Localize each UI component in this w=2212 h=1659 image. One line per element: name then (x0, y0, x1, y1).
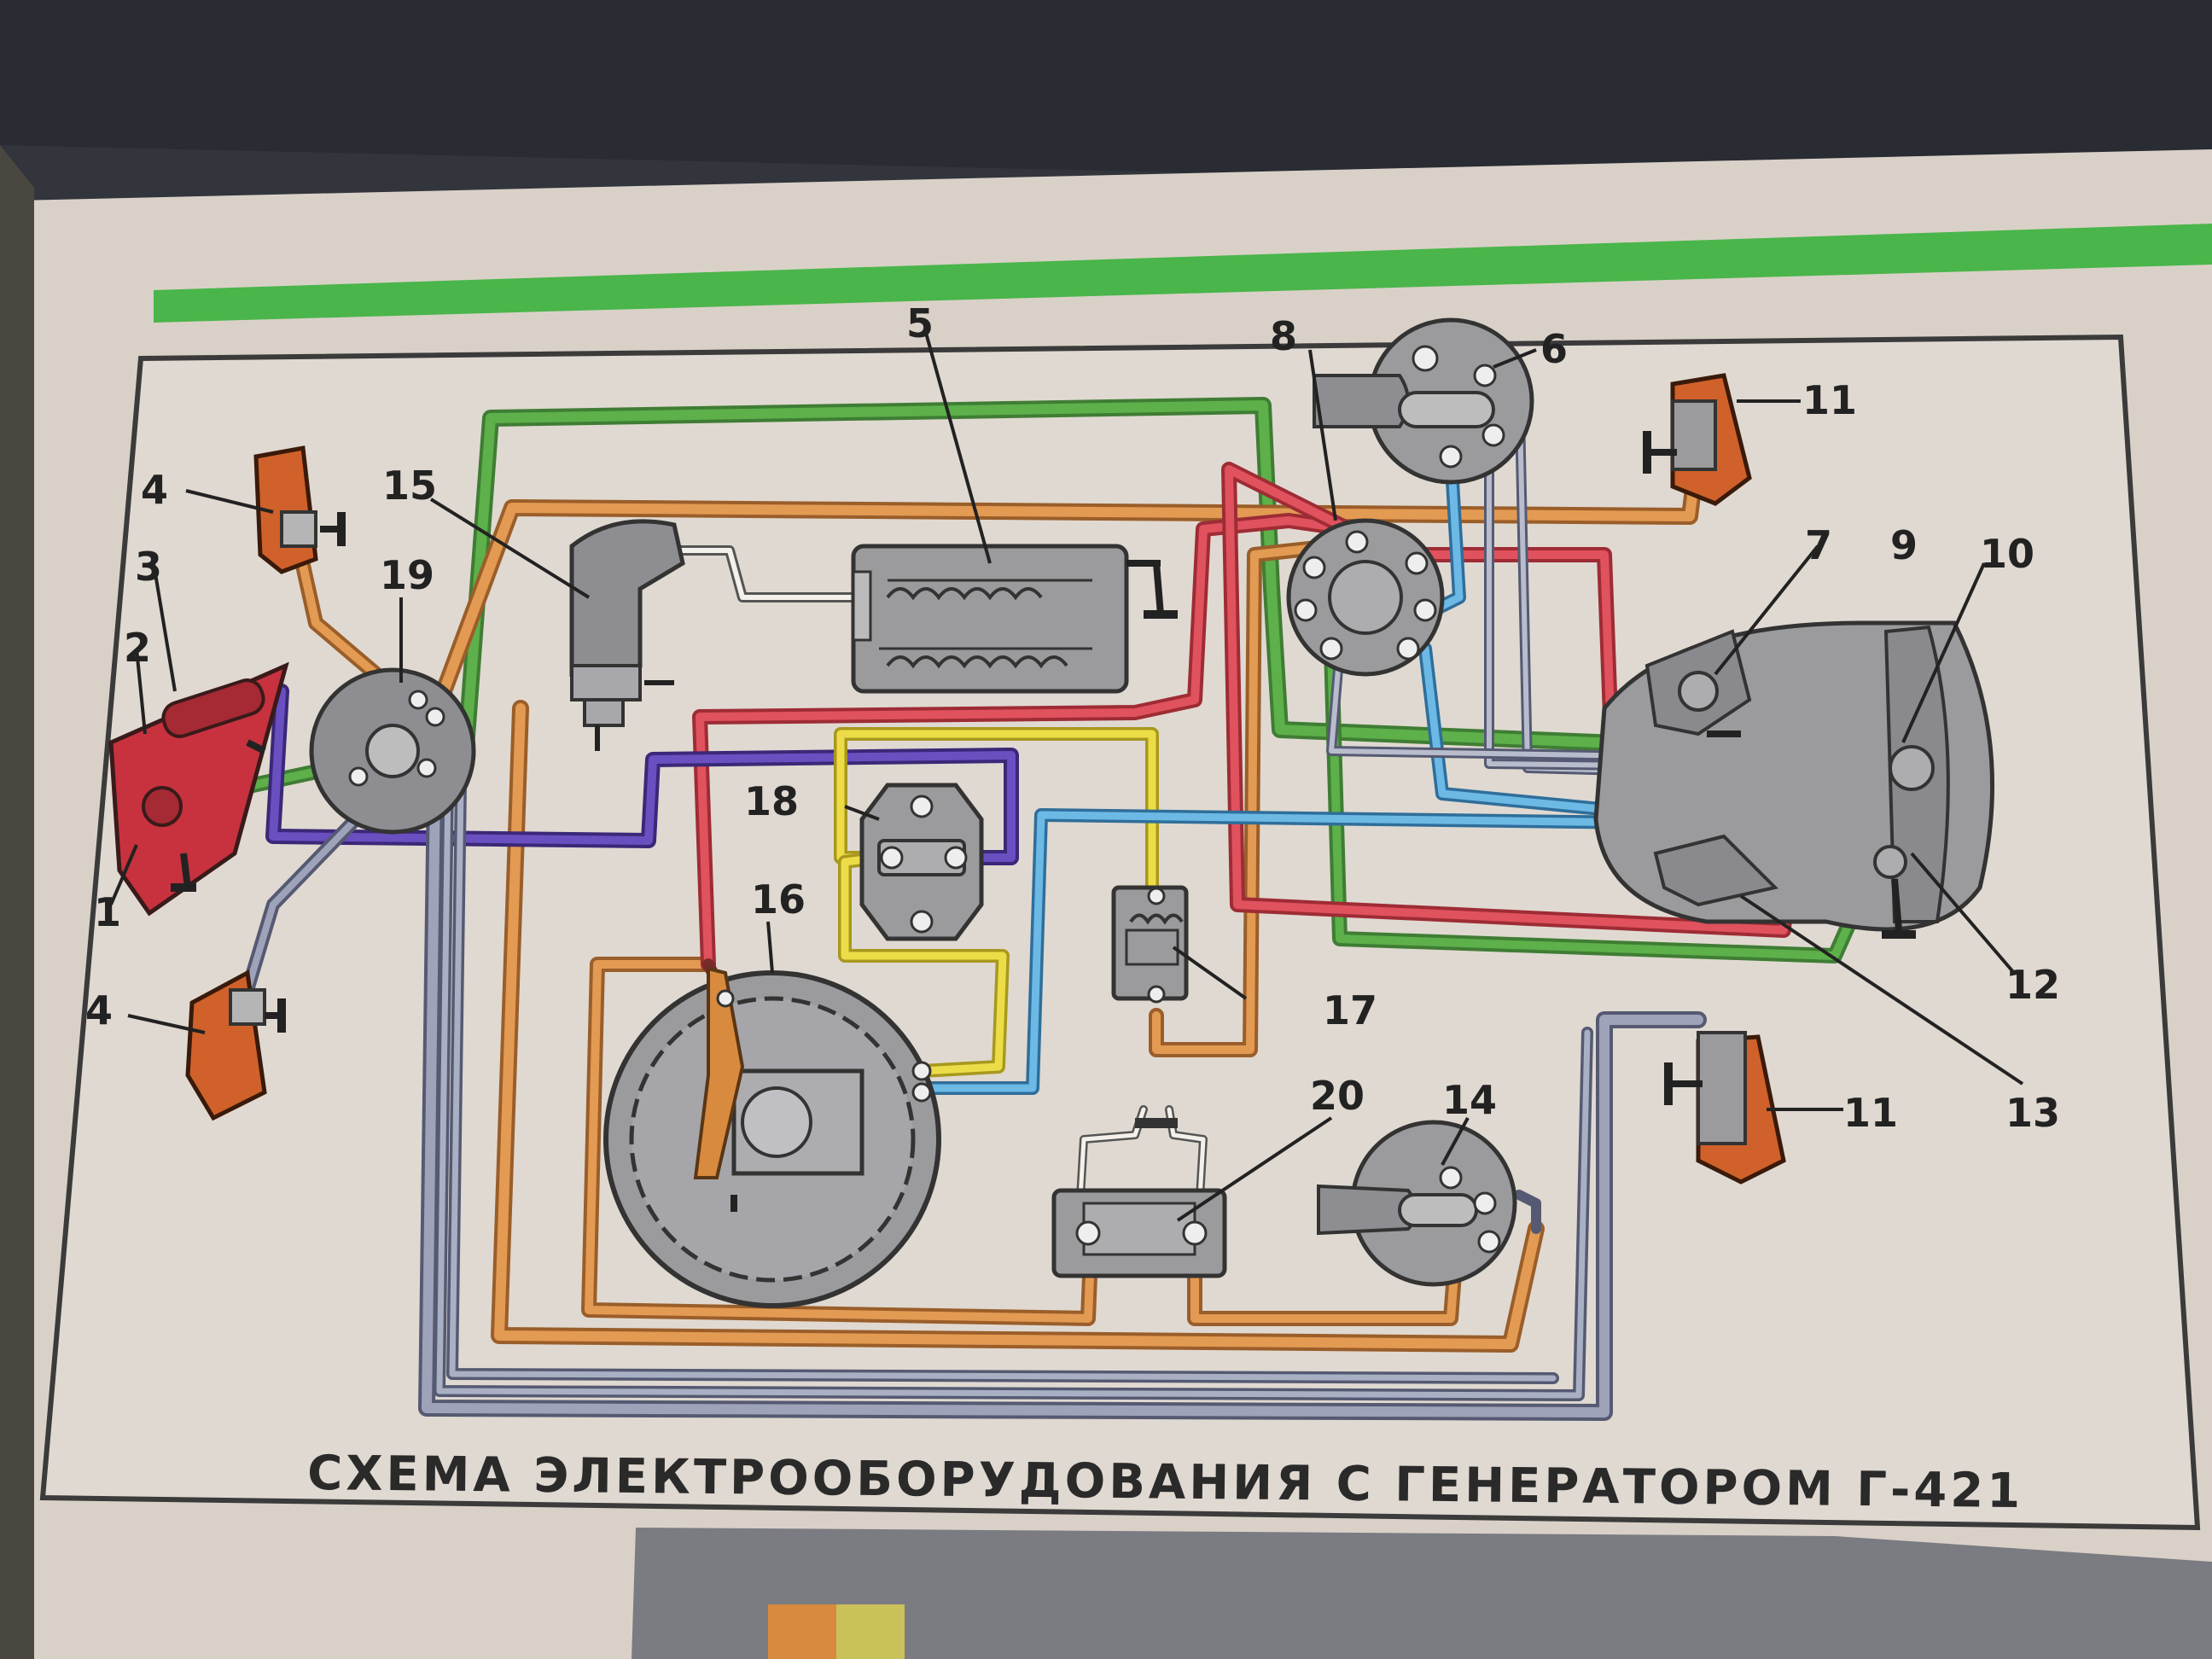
label-17: 17 (1323, 987, 1377, 1033)
relay-18 (859, 783, 984, 941)
spark-plug-15 (569, 519, 685, 751)
ignition-coil-5 (851, 544, 1178, 694)
label-9: 9 (1890, 522, 1918, 568)
label-19: 19 (380, 552, 434, 598)
ignition-switch-6 (1313, 317, 1534, 485)
label-2: 2 (124, 625, 151, 671)
label-4-top: 4 (141, 467, 168, 513)
switch-block (108, 661, 289, 917)
regulator-17 (1111, 885, 1189, 1004)
next-page-card (632, 1528, 2212, 1659)
label-11-bottom: 11 (1843, 1090, 1898, 1136)
leader-lines (109, 332, 2024, 1222)
labels: 4 3 2 1 4 15 19 5 8 6 11 7 9 10 12 13 11… (85, 300, 2060, 1136)
junction-19 (309, 667, 476, 835)
label-4-bottom: 4 (85, 987, 113, 1033)
switch-14 (1317, 1120, 1517, 1287)
headlight-9 (1593, 620, 1995, 939)
label-8: 8 (1270, 313, 1297, 359)
label-3: 3 (135, 544, 162, 590)
top-green-stripe (154, 224, 2212, 323)
label-13: 13 (2005, 1090, 2060, 1136)
label-16: 16 (751, 876, 806, 923)
lamp-11-top (1643, 373, 1752, 506)
label-15: 15 (382, 463, 437, 509)
lamp-11-bottom (1664, 1031, 1786, 1185)
generator-16 (603, 966, 941, 1308)
label-11-top: 11 (1802, 377, 1857, 423)
lamp-4-bottom (185, 969, 286, 1121)
label-14: 14 (1442, 1077, 1497, 1123)
distributor-8 (1286, 518, 1445, 677)
label-1: 1 (94, 889, 121, 935)
lamp-4-top (253, 445, 346, 574)
label-18: 18 (744, 778, 799, 824)
label-7: 7 (1805, 522, 1832, 568)
fuse-20 (1051, 1118, 1227, 1278)
label-10: 10 (1980, 531, 2034, 577)
label-12: 12 (2005, 962, 2060, 1008)
label-5: 5 (906, 300, 934, 346)
label-20: 20 (1310, 1073, 1365, 1119)
label-6: 6 (1540, 326, 1568, 372)
